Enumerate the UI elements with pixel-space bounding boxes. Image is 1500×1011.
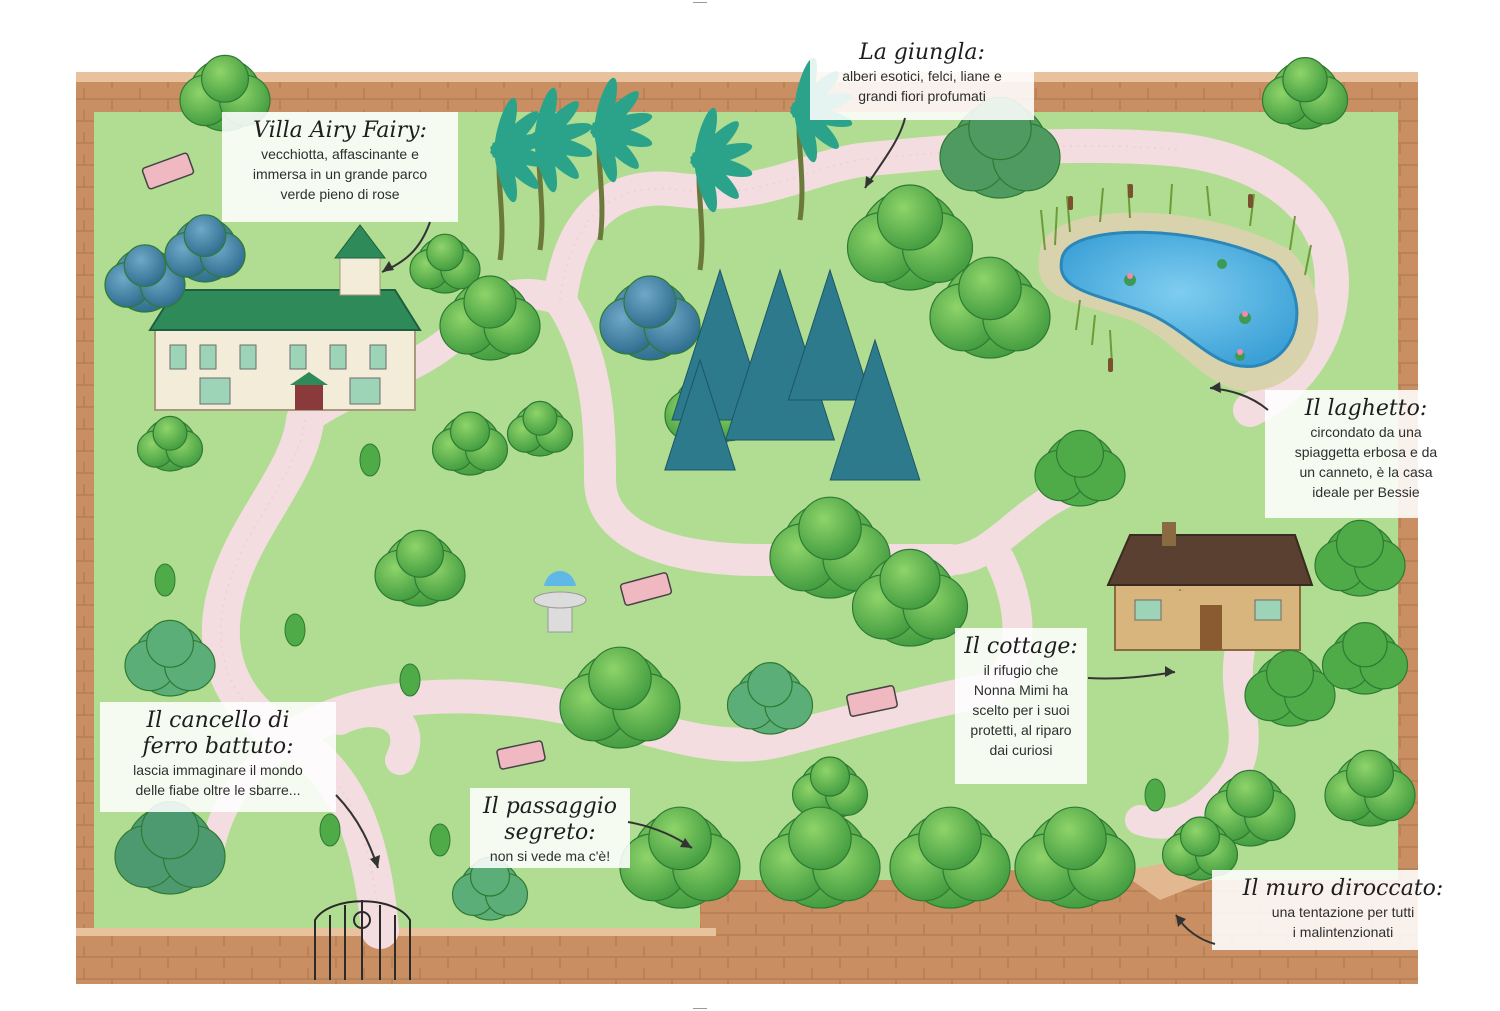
cottage-building — [1106, 522, 1314, 651]
label-pond: Il laghetto: circondato da una spiaggett… — [1265, 390, 1467, 518]
tree — [726, 662, 814, 735]
topiary-shrub — [154, 563, 176, 597]
tree — [104, 244, 186, 313]
villa-title: Villa Airy Fairy: — [253, 118, 427, 143]
iron-gate — [314, 900, 411, 980]
tree — [559, 646, 681, 749]
topiary-shrub — [319, 813, 341, 847]
tree — [769, 496, 891, 599]
tree — [451, 856, 529, 921]
palm-tree — [490, 97, 553, 261]
tree — [506, 400, 574, 457]
wall-title: Il muro diroccato: — [1242, 876, 1444, 901]
bottom-row-tree — [1014, 806, 1136, 909]
topiary-shrub — [359, 443, 381, 477]
label-villa: Villa Airy Fairy: vecchiotta, affascinan… — [222, 112, 458, 222]
bottom-row-tree — [759, 806, 881, 909]
arrow-jungle — [864, 117, 906, 189]
tree — [1261, 56, 1349, 130]
pond-title: Il laghetto: — [1304, 396, 1428, 421]
gate-title: Il cancello di ferro battuto: — [142, 708, 294, 759]
tree — [439, 275, 541, 361]
label-wall: Il muro diroccato: una tentazione per tu… — [1212, 870, 1474, 950]
tree — [1244, 649, 1336, 727]
topiary-shrub — [284, 613, 306, 647]
fountain — [533, 571, 587, 633]
pine-tree — [787, 268, 873, 401]
label-jungle: La giungla: alberi esotici, felci, liane… — [810, 34, 1034, 120]
label-gate: Il cancello di ferro battuto: lascia imm… — [100, 702, 336, 812]
tree — [136, 415, 204, 472]
tree — [431, 411, 509, 476]
tree — [374, 529, 466, 607]
passage-description: non si vede ma c'è! — [489, 848, 611, 864]
tree — [1324, 749, 1416, 827]
arrow-cottage — [1087, 671, 1176, 680]
label-passage: Il passaggio segreto: non si vede ma c'è… — [470, 788, 630, 868]
label-cottage: Il cottage: il rifugio che Nonna Mimi ha… — [955, 628, 1087, 784]
villa-description: vecchiotta, affascinante e immersa in un… — [252, 146, 428, 202]
palm-tree — [690, 107, 753, 271]
topiary-shrub — [1144, 778, 1166, 812]
tree — [1034, 429, 1126, 507]
pond — [1038, 183, 1319, 392]
tree — [599, 275, 701, 361]
gate-description: lascia immaginare il mondo delle fiabe o… — [133, 762, 303, 798]
fold-mark-top — [693, 2, 707, 3]
tree — [114, 801, 226, 895]
passage-title: Il passaggio segreto: — [482, 794, 618, 845]
topiary-shrub — [399, 663, 421, 697]
pine-tree — [664, 358, 736, 471]
villa-building — [148, 224, 422, 411]
pond-description: circondato da una spiaggetta erbosa e da… — [1294, 424, 1438, 500]
fold-mark-bottom — [693, 1008, 707, 1009]
wall-description: una tentazione per tutti i malintenziona… — [1271, 904, 1415, 940]
tree — [929, 256, 1051, 359]
topiary-shrub — [429, 823, 451, 857]
tree — [791, 756, 869, 821]
cottage-description: il rifugio che Nonna Mimi ha scelto per … — [970, 662, 1072, 758]
pine-tree — [829, 338, 921, 481]
tree — [851, 548, 969, 647]
tree — [1321, 622, 1409, 695]
tree — [164, 214, 246, 283]
tree — [124, 619, 216, 697]
jungle-title: La giungla: — [859, 40, 985, 65]
tree — [1314, 519, 1406, 597]
arrow-gate — [335, 794, 379, 869]
benches — [141, 152, 898, 770]
bottom-row-tree — [619, 806, 741, 909]
tree — [1161, 816, 1239, 881]
tree — [409, 233, 481, 294]
jungle-description: alberi esotici, felci, liane e grandi fi… — [842, 68, 1002, 104]
palm-tree — [590, 77, 653, 241]
tree — [846, 184, 974, 291]
tree — [1204, 769, 1296, 847]
cottage-title: Il cottage: — [964, 634, 1078, 659]
bottom-row-tree — [889, 806, 1011, 909]
